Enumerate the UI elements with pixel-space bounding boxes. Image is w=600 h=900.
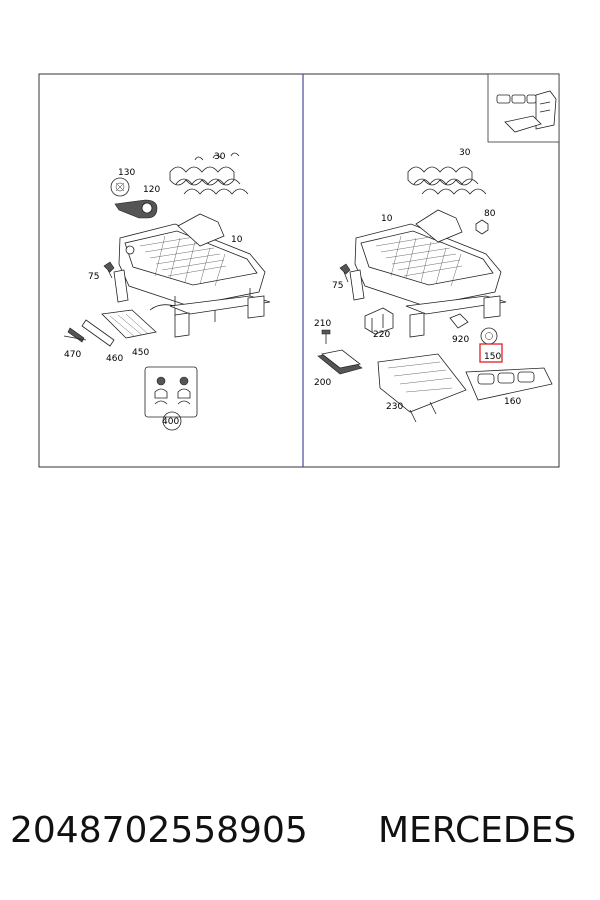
label-200: 200 bbox=[314, 378, 331, 388]
left-panel: 30 130 120 10 bbox=[63, 152, 271, 431]
label-470: 470 bbox=[64, 350, 81, 360]
label-460: 460 bbox=[106, 354, 123, 364]
part-30-springs-right bbox=[407, 166, 487, 195]
part-400-clip-kit bbox=[144, 366, 198, 431]
caption-bar: 2048702558905 MERCEDES bbox=[0, 800, 600, 860]
part-number: 2048702558905 bbox=[10, 810, 308, 851]
label-920: 920 bbox=[452, 335, 469, 345]
part-450-switch-panel bbox=[101, 309, 157, 339]
part-120-lever bbox=[114, 199, 158, 219]
label-400: 400 bbox=[162, 417, 179, 427]
part-80-cap bbox=[475, 219, 489, 235]
part-460-cover bbox=[81, 319, 115, 347]
part-75-bolt bbox=[103, 261, 129, 303]
label-150: 150 bbox=[484, 352, 501, 362]
part-10-seat-frame-right bbox=[354, 209, 507, 338]
part-470-trim bbox=[63, 327, 87, 343]
part-30-springs bbox=[169, 152, 249, 195]
label-10: 10 bbox=[231, 235, 243, 245]
inset-seat-switch-icon bbox=[496, 90, 557, 133]
part-160-trim-panel bbox=[465, 367, 553, 401]
label-30: 30 bbox=[214, 152, 226, 162]
highlight-150-box bbox=[479, 343, 503, 363]
label-75-right: 75 bbox=[332, 281, 343, 291]
label-130: 130 bbox=[118, 168, 135, 178]
label-10-right: 10 bbox=[381, 214, 393, 224]
part-920-clip bbox=[449, 313, 469, 329]
label-30-right: 30 bbox=[459, 148, 471, 158]
part-220-bracket bbox=[364, 307, 394, 335]
label-75: 75 bbox=[88, 272, 99, 282]
label-210: 210 bbox=[314, 319, 331, 329]
part-130-knob bbox=[110, 177, 130, 197]
label-450: 450 bbox=[132, 348, 149, 358]
part-230-switch-housing bbox=[377, 353, 467, 423]
label-230: 230 bbox=[386, 402, 403, 412]
part-10-seat-frame bbox=[118, 213, 271, 338]
label-160: 160 bbox=[504, 397, 521, 407]
right-panel: 30 10 80 75 210 bbox=[314, 148, 553, 423]
part-200-control-unit bbox=[317, 349, 363, 375]
label-80: 80 bbox=[484, 209, 496, 219]
part-75-bolt-right bbox=[339, 263, 365, 301]
brand-name: MERCEDES bbox=[378, 810, 577, 851]
label-220: 220 bbox=[373, 330, 390, 340]
part-210-screw bbox=[321, 329, 331, 344]
part-150-switch-knob bbox=[480, 327, 498, 345]
label-120: 120 bbox=[143, 185, 160, 195]
